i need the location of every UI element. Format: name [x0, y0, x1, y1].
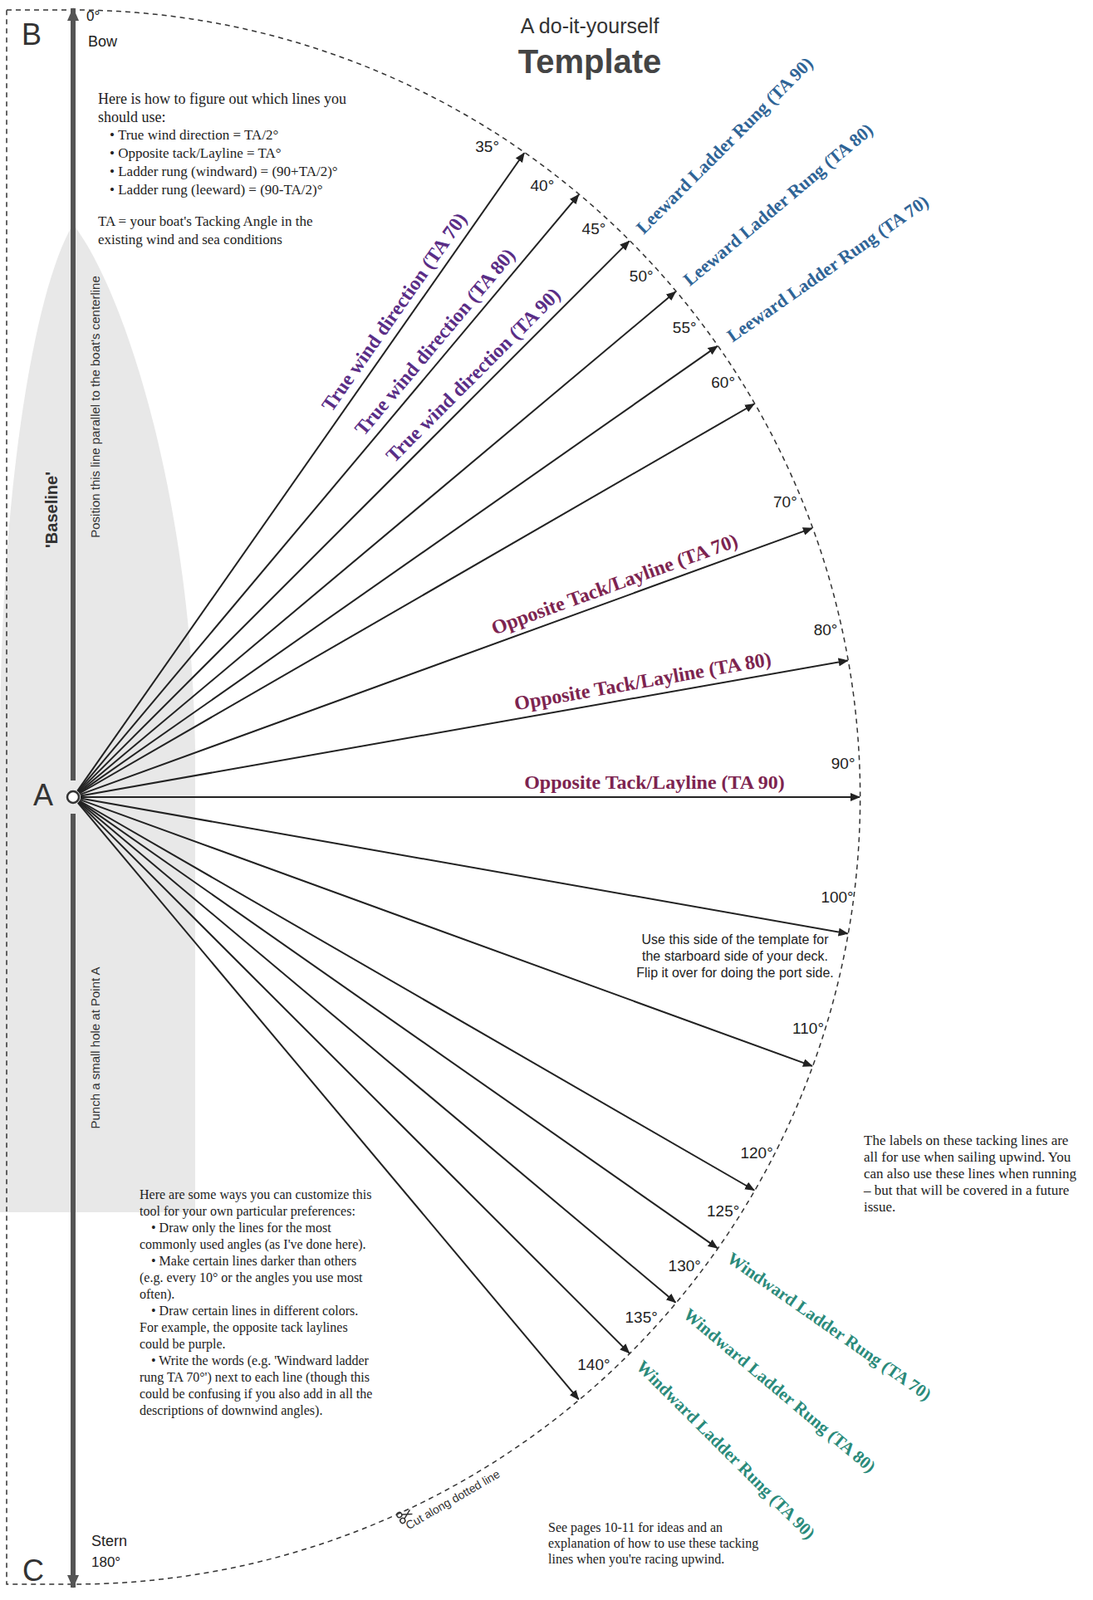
formula-item: • Opposite tack/Layline = TA°: [98, 144, 348, 163]
angle-label: 140°: [577, 1356, 610, 1375]
point-a-hole: [67, 791, 79, 804]
customize-item: • Draw certain lines in different colors…: [139, 1303, 379, 1353]
angle-label: 60°: [710, 373, 736, 393]
layline-label: Opposite Tack/Layline (TA 70): [488, 529, 741, 640]
tacking-line: [78, 802, 629, 1353]
cut-instruction: Cut along dotted line: [402, 1467, 502, 1533]
tacking-line: [79, 528, 812, 795]
tacking-line: [79, 404, 755, 795]
angle-label: 110°: [792, 1019, 824, 1039]
customize-heading: Here are some ways you can customize thi…: [139, 1186, 379, 1221]
angle-label: 50°: [629, 267, 654, 286]
customize-item: • Make certain lines darker than others …: [139, 1253, 379, 1304]
angle-label: 120°: [740, 1144, 773, 1163]
definition-note: TA = your boat's Tacking Angle in the ex…: [98, 212, 348, 250]
customize-note: Here are some ways you can customize thi…: [139, 1186, 379, 1420]
formula-item: • True wind direction = TA/2°: [98, 126, 348, 145]
angle-label: 35°: [475, 137, 500, 157]
tacking-line: [78, 802, 677, 1304]
angle-label: 90°: [831, 754, 856, 774]
upwind-note: The labels on these tacking lines are al…: [863, 1132, 1084, 1216]
angle-label: 135°: [625, 1308, 658, 1328]
template-title: Template: [518, 43, 662, 81]
tacking-line: [78, 803, 579, 1401]
tacking-line: [80, 796, 860, 799]
point-letter: B: [21, 17, 42, 53]
reference-note: See pages 10-11 for ideas and an explana…: [548, 1519, 769, 1568]
usage-note: Here is how to figure out which lines yo…: [98, 89, 348, 250]
angle-label: 45°: [582, 220, 607, 239]
layline-label: Opposite Tack/Layline (TA 80): [512, 647, 774, 716]
baseline-arrow: [70, 813, 76, 1589]
angle-label: 0°: [86, 8, 100, 25]
angle-label: 100°: [820, 888, 853, 907]
tacking-line: [78, 291, 677, 793]
tacking-line: [79, 801, 755, 1192]
subtitle: A do-it-yourself: [520, 14, 660, 39]
baseline-arrow: [70, 8, 76, 781]
stern-label: Stern: [91, 1533, 128, 1551]
formula-item: • Ladder rung (leeward) = (90-TA/2)°: [98, 181, 348, 200]
angle-label: 40°: [530, 176, 555, 196]
layline-label: Opposite Tack/Layline (TA 90): [524, 771, 785, 795]
angle-label: 125°: [706, 1202, 740, 1221]
note-heading: Here is how to figure out which lines yo…: [98, 89, 348, 127]
angle-label: 180°: [91, 1554, 121, 1572]
tacking-line: [80, 798, 848, 935]
side-note: Use this side of the template for the st…: [631, 931, 839, 982]
customize-item: • Draw only the lines for the most commo…: [139, 1220, 379, 1254]
formula-item: • Ladder rung (windward) = (90+TA/2)°: [98, 162, 348, 182]
angle-label: 55°: [672, 318, 697, 338]
tacking-line: [78, 195, 579, 793]
customize-item: • Write the words (e.g. 'Windward ladder…: [139, 1352, 379, 1420]
point-letter: A: [33, 778, 54, 814]
tacking-line: [80, 661, 848, 797]
tacking-line: [78, 801, 717, 1249]
windward-rung-label: Windward Ladder Rung (TA 90): [631, 1355, 819, 1544]
instruction-text: Position this line parallel to the boat'…: [88, 275, 103, 539]
instruction-text: Punch a small hole at Point A: [88, 966, 103, 1129]
point-letter: C: [22, 1553, 45, 1589]
leeward-rung-label: Leeward Ladder Rung (TA 90): [631, 52, 819, 240]
tacking-line: [77, 152, 525, 791]
baseline-label: 'Baseline': [42, 471, 62, 549]
angle-label: 130°: [668, 1257, 701, 1276]
angle-label: 80°: [813, 621, 839, 640]
bow-label: Bow: [88, 33, 118, 51]
angle-label: 70°: [773, 493, 798, 512]
